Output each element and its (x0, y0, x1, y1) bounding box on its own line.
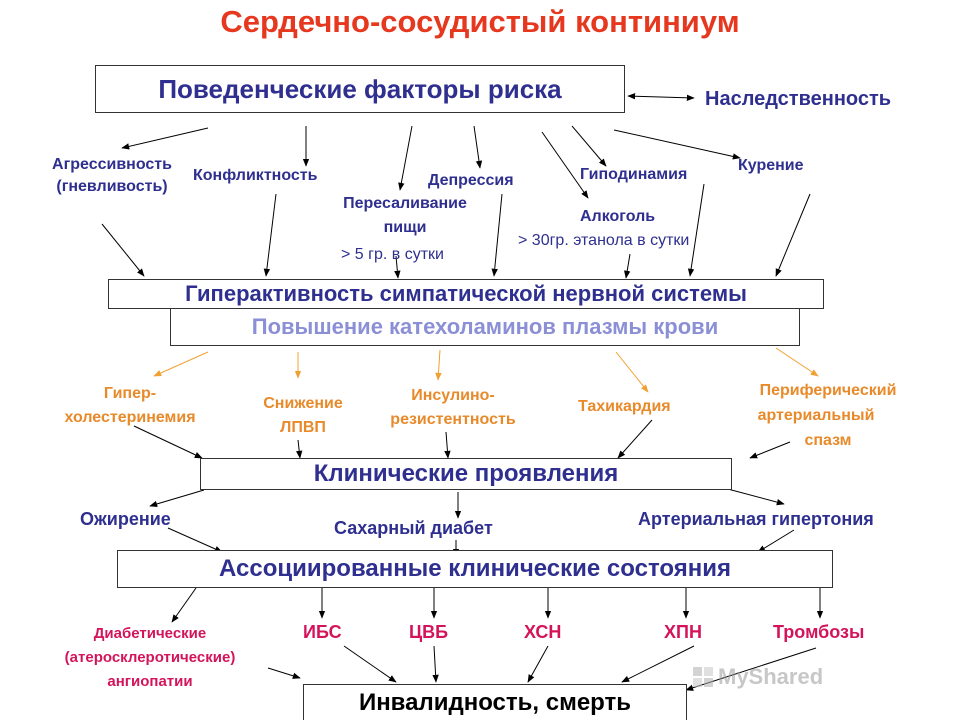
hypertension-label: Артериальная гипертония (638, 509, 874, 529)
arrow-hypertension-associated (757, 529, 795, 553)
arrow-behavior-heredity (627, 93, 695, 101)
angiopathy-label: Диабетические (атеросклеротические) анги… (20, 622, 280, 694)
arrow-obesity-associated (167, 527, 223, 553)
hdl-line-1: Снижение (263, 395, 343, 412)
arrow-to-alcohol (541, 131, 589, 199)
spasm-line-2: артериальный (757, 407, 875, 424)
catecholamine-increase-box: Повышение катехоламинов плазмы крови (170, 308, 800, 346)
arrow-associated-angiopathy (171, 587, 197, 623)
arrow-chf-final (527, 645, 549, 683)
diabetes-label: Сахарный диабет (334, 518, 493, 538)
cvd-label: ЦВБ (409, 622, 449, 642)
behavioral-risk-factors-box: Поведенческие факторы риска (95, 65, 625, 113)
spasm-line-3: спазм (804, 432, 852, 449)
salt-line-1: Пересаливание (343, 195, 467, 212)
watermark: MyShared (692, 662, 932, 692)
arrow-salt-sympathetic (394, 255, 401, 279)
arrow-catecholamine-insulin (435, 349, 442, 381)
hypercholesterolemia-label: Гипер- холестеринемия (30, 382, 230, 430)
arrow-hypodynamia-sympathetic (687, 183, 705, 277)
salt-line-2: пищи (383, 219, 427, 236)
hypodynamia-label: Гиподинамия (580, 166, 688, 183)
arrow-spasm-clinical (749, 441, 791, 459)
arrow-hypercholesterolemia-clinical (133, 425, 203, 459)
arrow-hdl-clinical (296, 439, 303, 459)
salt-label: Пересаливание пищи (316, 192, 494, 240)
hdl-line-2: ЛПВП (280, 419, 326, 436)
aggression-label: Агрессивность (гневливость) (22, 154, 202, 198)
insulin-line-2: резистентность (390, 411, 516, 428)
arrow-alcohol-sympathetic (624, 253, 631, 279)
clinical-manifestations-box: Клинические проявления (200, 458, 732, 490)
salt-note: > 5 гр. в сутки (341, 246, 444, 263)
insulin-line-1: Инсулино- (411, 387, 495, 404)
chf-label: ХСН (524, 622, 562, 642)
thrombosis-label: Тромбозы (773, 622, 865, 642)
watermark-text: MyShared (718, 664, 824, 689)
arrow-to-smoking (613, 129, 741, 160)
angiopathy-line-1: Диабетические (93, 625, 207, 642)
arrow-clinical-hypertension (723, 487, 785, 506)
arrow-angiopathy-final (267, 667, 301, 679)
ihd-label: ИБС (303, 622, 342, 642)
insulin-resistance-label: Инсулино- резистентность (362, 384, 544, 432)
arrow-to-aggression (121, 127, 209, 150)
arrow-depression-sympathetic (491, 193, 503, 277)
arrow-catecholamine-hypercholesterolemia (153, 351, 209, 377)
arrow-aggression-sympathetic (101, 223, 145, 277)
arrow-clinical-obesity (149, 489, 205, 508)
arrow-to-depression (473, 125, 483, 169)
angiopathy-line-3: ангиопатии (107, 673, 193, 690)
hypercholesterolemia-line-2: холестеринемия (64, 409, 196, 426)
aggression-line-1: Агрессивность (52, 156, 172, 173)
arrow-conflict-sympathetic (263, 193, 277, 277)
arrow-to-salt (398, 125, 413, 191)
angiopathy-line-2: (атеросклеротические) (64, 649, 236, 666)
ckd-label: ХПН (664, 622, 702, 642)
hypercholesterolemia-line-1: Гипер- (103, 385, 157, 402)
arrow-ckd-final (621, 645, 695, 683)
arrow-ihd-final (343, 645, 397, 683)
spasm-line-1: Периферический (759, 382, 897, 399)
arrow-to-hypodynamia (571, 125, 607, 167)
arrow-insulin-clinical (444, 431, 451, 459)
tachycardia-label: Тахикардия (578, 398, 671, 415)
sympathetic-hyperactivity-box: Гиперактивность симпатической нервной си… (108, 279, 824, 309)
alcohol-note: > 30гр. этанола в сутки (518, 232, 690, 249)
spasm-label: Периферический артериальный спазм (730, 378, 926, 453)
arrow-catecholamine-spasm (775, 347, 819, 377)
conflict-label: Конфликтность (193, 167, 318, 184)
arrow-tachycardia-clinical (617, 419, 653, 459)
diagram-title: Сердечно-сосудистый континиум (220, 4, 740, 39)
associated-conditions-box: Ассоциированные клинические состояния (117, 550, 833, 588)
arrow-cvd-final (432, 645, 439, 683)
smoking-label: Курение (738, 157, 804, 174)
aggression-line-2: (гневливость) (56, 178, 168, 195)
alcohol-label: Алкоголь (580, 208, 656, 225)
obesity-label: Ожирение (80, 509, 171, 529)
depression-label: Депрессия (428, 172, 514, 189)
myshared-logo-icon (693, 667, 713, 687)
arrow-catecholamine-tachycardia (615, 351, 649, 393)
arrow-smoking-sympathetic (775, 193, 811, 277)
heredity-label: Наследственность (705, 88, 892, 110)
disability-death-box: Инвалидность, смерть (303, 684, 687, 720)
hdl-decrease-label: Снижение ЛПВП (238, 392, 368, 440)
